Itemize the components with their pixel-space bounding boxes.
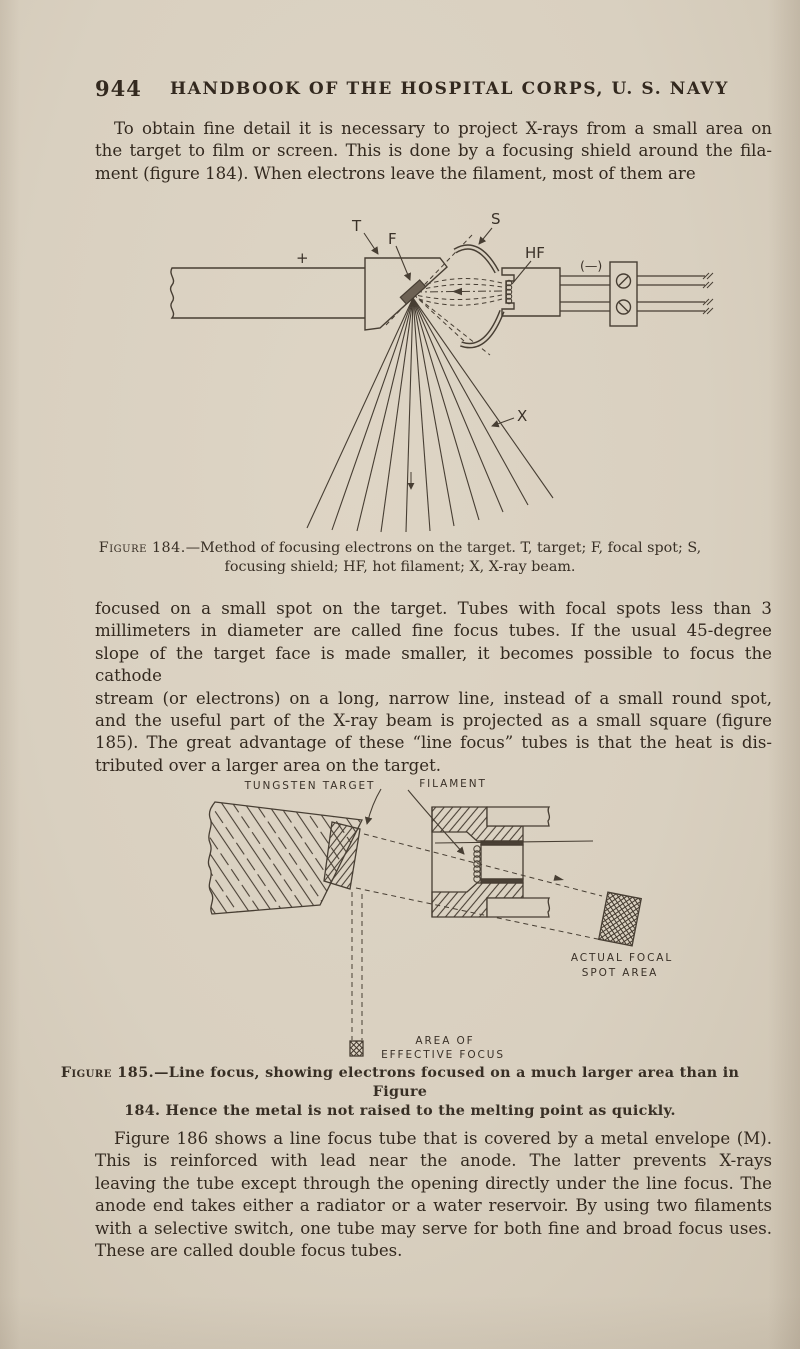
actual-focal-spot-patch [597,891,643,947]
label-effective-1: AREA OF [415,1035,474,1047]
figure-185-diagram: TUNGSTEN TARGET FILAMENT ACTUAL FOCAL SP… [207,778,673,1061]
tungsten-target-block [207,801,363,915]
terminal-block [609,261,638,327]
text-line: leaving the tube except through the open… [95,1173,772,1193]
text-line: the target to film or screen. This is do… [95,141,772,161]
text-line: This is reinforced with lead near the an… [95,1151,772,1171]
page-header-title: HANDBOOK OF THE HOSPITAL CORPS, U. S. NA… [170,79,729,99]
paragraph-1: To obtain fine detail it is necessary to… [95,118,772,185]
text-line: with a selective switch, one tube may se… [95,1218,772,1238]
page-number: 944 [95,76,142,101]
filament-coil [505,279,513,305]
paragraph-3: Figure 186 shows a line focus tube that … [95,1128,772,1262]
text-line: 185). The great advantage of these “line… [95,733,772,753]
cathode-head [501,267,561,317]
paragraph-2: focused on a small spot on the target. T… [95,598,772,777]
label-effective-2: EFFECTIVE FOCUS [381,1049,505,1061]
text-line: stream (or electrons) on a long, narrow … [95,688,772,708]
line-focus-strip [323,821,361,890]
terminal-screw [615,299,632,315]
label-actual-focal-2: SPOT AREA [582,967,658,979]
label-shield: S [491,210,501,228]
label-hot-filament: HF [525,244,545,262]
text-line: ment (figure 184). When electrons leave … [95,163,696,183]
caption-text: —Method of focusing electrons on the tar… [185,540,702,556]
focal-spot [399,279,427,305]
label-xray-beam: X [517,407,527,425]
text-line: slope of the target face is made smaller… [95,643,772,686]
text-line: These are called double focus tubes. [95,1241,403,1261]
filament-support-box [480,844,524,880]
figure-184-caption: Figure 184.—Method of focusing electrons… [60,539,740,577]
filament-assembly [431,806,594,918]
projection-arrowhead [553,874,564,881]
text-line: and the useful part of the X-ray beam is… [95,711,772,731]
cathode-lead-bottom [486,897,551,918]
label-filament: FILAMENT [419,778,487,790]
effective-focus-square [349,1040,364,1057]
text-line: Figure 186 shows a line focus tube that … [114,1129,772,1148]
caption-prefix: Figure 185. [60,1065,155,1081]
text-line: anode end takes either a radiator or a w… [95,1196,772,1216]
text-line: To obtain fine detail it is necessary to… [114,119,772,138]
label-plus: + [296,249,309,267]
figure-184-diagram: + T F S HF (—) X [169,210,714,533]
caption-text: focusing shield; HF, hot filament; X, X-… [224,559,576,575]
figure-185-caption: Figure 185.—Line focus, showing electron… [60,1064,740,1121]
label-tungsten-target: TUNGSTEN TARGET [244,780,376,792]
label-minus: (—) [580,258,602,273]
cathode-wires [560,275,705,312]
label-target: T [351,217,362,235]
label-actual-focal-1: ACTUAL FOCAL [571,952,673,964]
caption-text: —Line focus, showing electrons focused o… [154,1065,740,1100]
axis-line [434,840,594,844]
cathode-lead-top [486,806,551,827]
label-focal-spot: F [388,230,397,248]
caption-prefix: Figure 184. [98,540,186,556]
focusing-shield [453,244,505,349]
wire-break-marks [702,272,714,315]
caption-text: 184. Hence the metal is not raised to th… [124,1103,676,1119]
text-line: tributed over a larger area on the targe… [95,755,442,775]
xray-fan [306,297,554,533]
axis-arrowhead [452,287,462,296]
filament-coil-185 [473,845,481,883]
text-line: focused on a small spot on the target. T… [95,599,772,618]
terminal-screw [615,273,632,289]
text-line: millimeters in diameter are called fine … [95,621,772,641]
anode-arm [169,267,365,319]
